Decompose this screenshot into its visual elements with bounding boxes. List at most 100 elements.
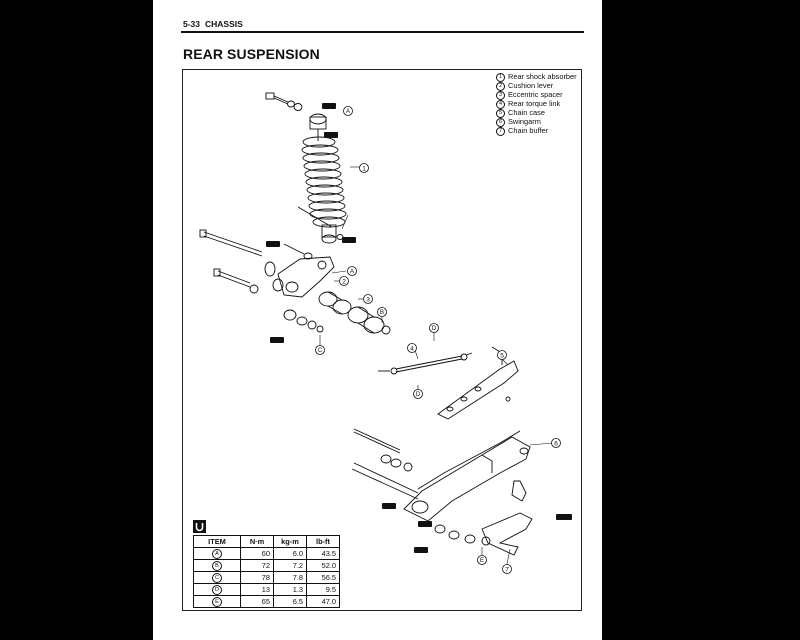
legend-number: 2 xyxy=(496,82,505,91)
lbft-cell: 52.0 xyxy=(306,558,340,572)
item-cell: E xyxy=(193,594,241,608)
nm-cell: 60 xyxy=(240,546,274,560)
section-name: CHASSIS xyxy=(205,19,243,29)
lbft-cell: 43.5 xyxy=(306,546,340,560)
legend-label: Cushion lever xyxy=(508,81,554,91)
shock-absorber xyxy=(297,113,347,244)
nm-cell: 72 xyxy=(240,558,274,572)
svg-text:1: 1 xyxy=(362,165,366,172)
exploded-diagram: 1 2 3 4 5 6 7 A A B C D D E xyxy=(199,92,572,574)
svg-text:C: C xyxy=(318,348,323,354)
legend-label: Rear torque link xyxy=(508,99,561,109)
svg-text:3: 3 xyxy=(366,296,370,303)
legend-label: Chain case xyxy=(508,108,545,118)
table-row: B 72 7.2 52.0 xyxy=(193,558,340,572)
legend-number: 6 xyxy=(496,118,505,127)
torque-callout-d-upper: D xyxy=(429,323,439,333)
torque-callout-c: C xyxy=(315,345,325,355)
torque-callout-a-lower: A xyxy=(347,266,357,276)
svg-text:4: 4 xyxy=(410,345,414,352)
legend-number: 3 xyxy=(496,91,505,100)
svg-text:B: B xyxy=(380,310,384,316)
swingarm xyxy=(351,428,531,522)
cushion-lever xyxy=(272,256,335,298)
svg-text:D: D xyxy=(416,392,421,398)
callout-7: 7 xyxy=(502,564,512,574)
kgm-cell: 6.0 xyxy=(273,546,307,560)
lbft-cell: 9.5 xyxy=(306,582,340,596)
legend-label: Rear shock absorber xyxy=(508,72,577,82)
callout-6: 6 xyxy=(551,438,561,448)
item-letter: A xyxy=(212,548,222,559)
callout-1: 1 xyxy=(359,163,369,173)
header-kgm: kg-m xyxy=(273,535,307,548)
legend-number: 5 xyxy=(496,109,505,118)
item-cell: C xyxy=(193,570,241,584)
chain-buffer xyxy=(481,480,533,556)
diagram-frame xyxy=(182,69,582,611)
torque-callout-e: E xyxy=(477,555,487,565)
kgm-cell: 1.3 xyxy=(273,582,307,596)
header-rule xyxy=(181,31,584,33)
kgm-cell: 6.5 xyxy=(273,594,307,608)
kgm-cell: 7.2 xyxy=(273,558,307,572)
item-cell: A xyxy=(193,546,241,560)
page-header: 5-33 CHASSIS xyxy=(183,18,581,30)
torque-callout-a-upper: A xyxy=(343,106,353,116)
torque-link xyxy=(378,352,473,375)
item-letter: E xyxy=(212,596,222,607)
torque-callout-b: B xyxy=(377,307,387,317)
svg-text:2: 2 xyxy=(342,278,346,285)
eccentric-spacer xyxy=(318,291,391,335)
svg-text:6: 6 xyxy=(554,440,558,447)
svg-text:D: D xyxy=(432,326,437,332)
legend-number: 1 xyxy=(496,73,505,82)
lbft-cell: 56.5 xyxy=(306,570,340,584)
header-nm: N·m xyxy=(240,535,274,548)
torque-callout-d-lower: D xyxy=(413,389,423,399)
nm-cell: 65 xyxy=(240,594,274,608)
page-number: 5-33 xyxy=(183,19,201,29)
table-row: A 60 6.0 43.5 xyxy=(193,546,340,560)
table-row: E 65 6.5 47.0 xyxy=(193,594,340,608)
service-symbols xyxy=(266,103,572,553)
torque-table: ITEM N·m kg-m lb-ft A 60 6.0 43.5 B 72 7… xyxy=(193,535,340,608)
item-cell: B xyxy=(193,558,241,572)
manual-page xyxy=(153,0,602,640)
table-row: C 78 7.8 56.5 xyxy=(193,570,340,584)
svg-text:5: 5 xyxy=(500,352,504,359)
torque-wrench-icon xyxy=(193,520,206,533)
header-lbft: lb-ft xyxy=(306,535,340,548)
callout-3: 3 xyxy=(363,294,373,304)
item-letter: C xyxy=(212,572,222,583)
legend-label: Swingarm xyxy=(508,117,541,127)
legend-number: 7 xyxy=(496,127,505,136)
legend-number: 4 xyxy=(496,100,505,109)
page-title: REAR SUSPENSION xyxy=(183,46,320,62)
lbft-cell: 47.0 xyxy=(306,594,340,608)
nm-cell: 13 xyxy=(240,582,274,596)
svg-text:A: A xyxy=(350,269,354,275)
item-cell: D xyxy=(193,582,241,596)
table-row: D 13 1.3 9.5 xyxy=(193,582,340,596)
legend-label: Chain buffer xyxy=(508,126,549,136)
nm-cell: 78 xyxy=(240,570,274,584)
header-item: ITEM xyxy=(193,535,241,548)
callout-2: 2 xyxy=(339,276,349,286)
callout-4: 4 xyxy=(407,343,417,353)
kgm-cell: 7.8 xyxy=(273,570,307,584)
callout-5: 5 xyxy=(497,350,507,360)
svg-text:A: A xyxy=(346,109,350,115)
item-letter: D xyxy=(212,584,222,595)
torque-table-header: ITEM N·m kg-m lb-ft xyxy=(193,535,340,548)
svg-text:7: 7 xyxy=(505,566,509,573)
top-bolt xyxy=(265,92,303,111)
item-letter: B xyxy=(212,560,222,571)
